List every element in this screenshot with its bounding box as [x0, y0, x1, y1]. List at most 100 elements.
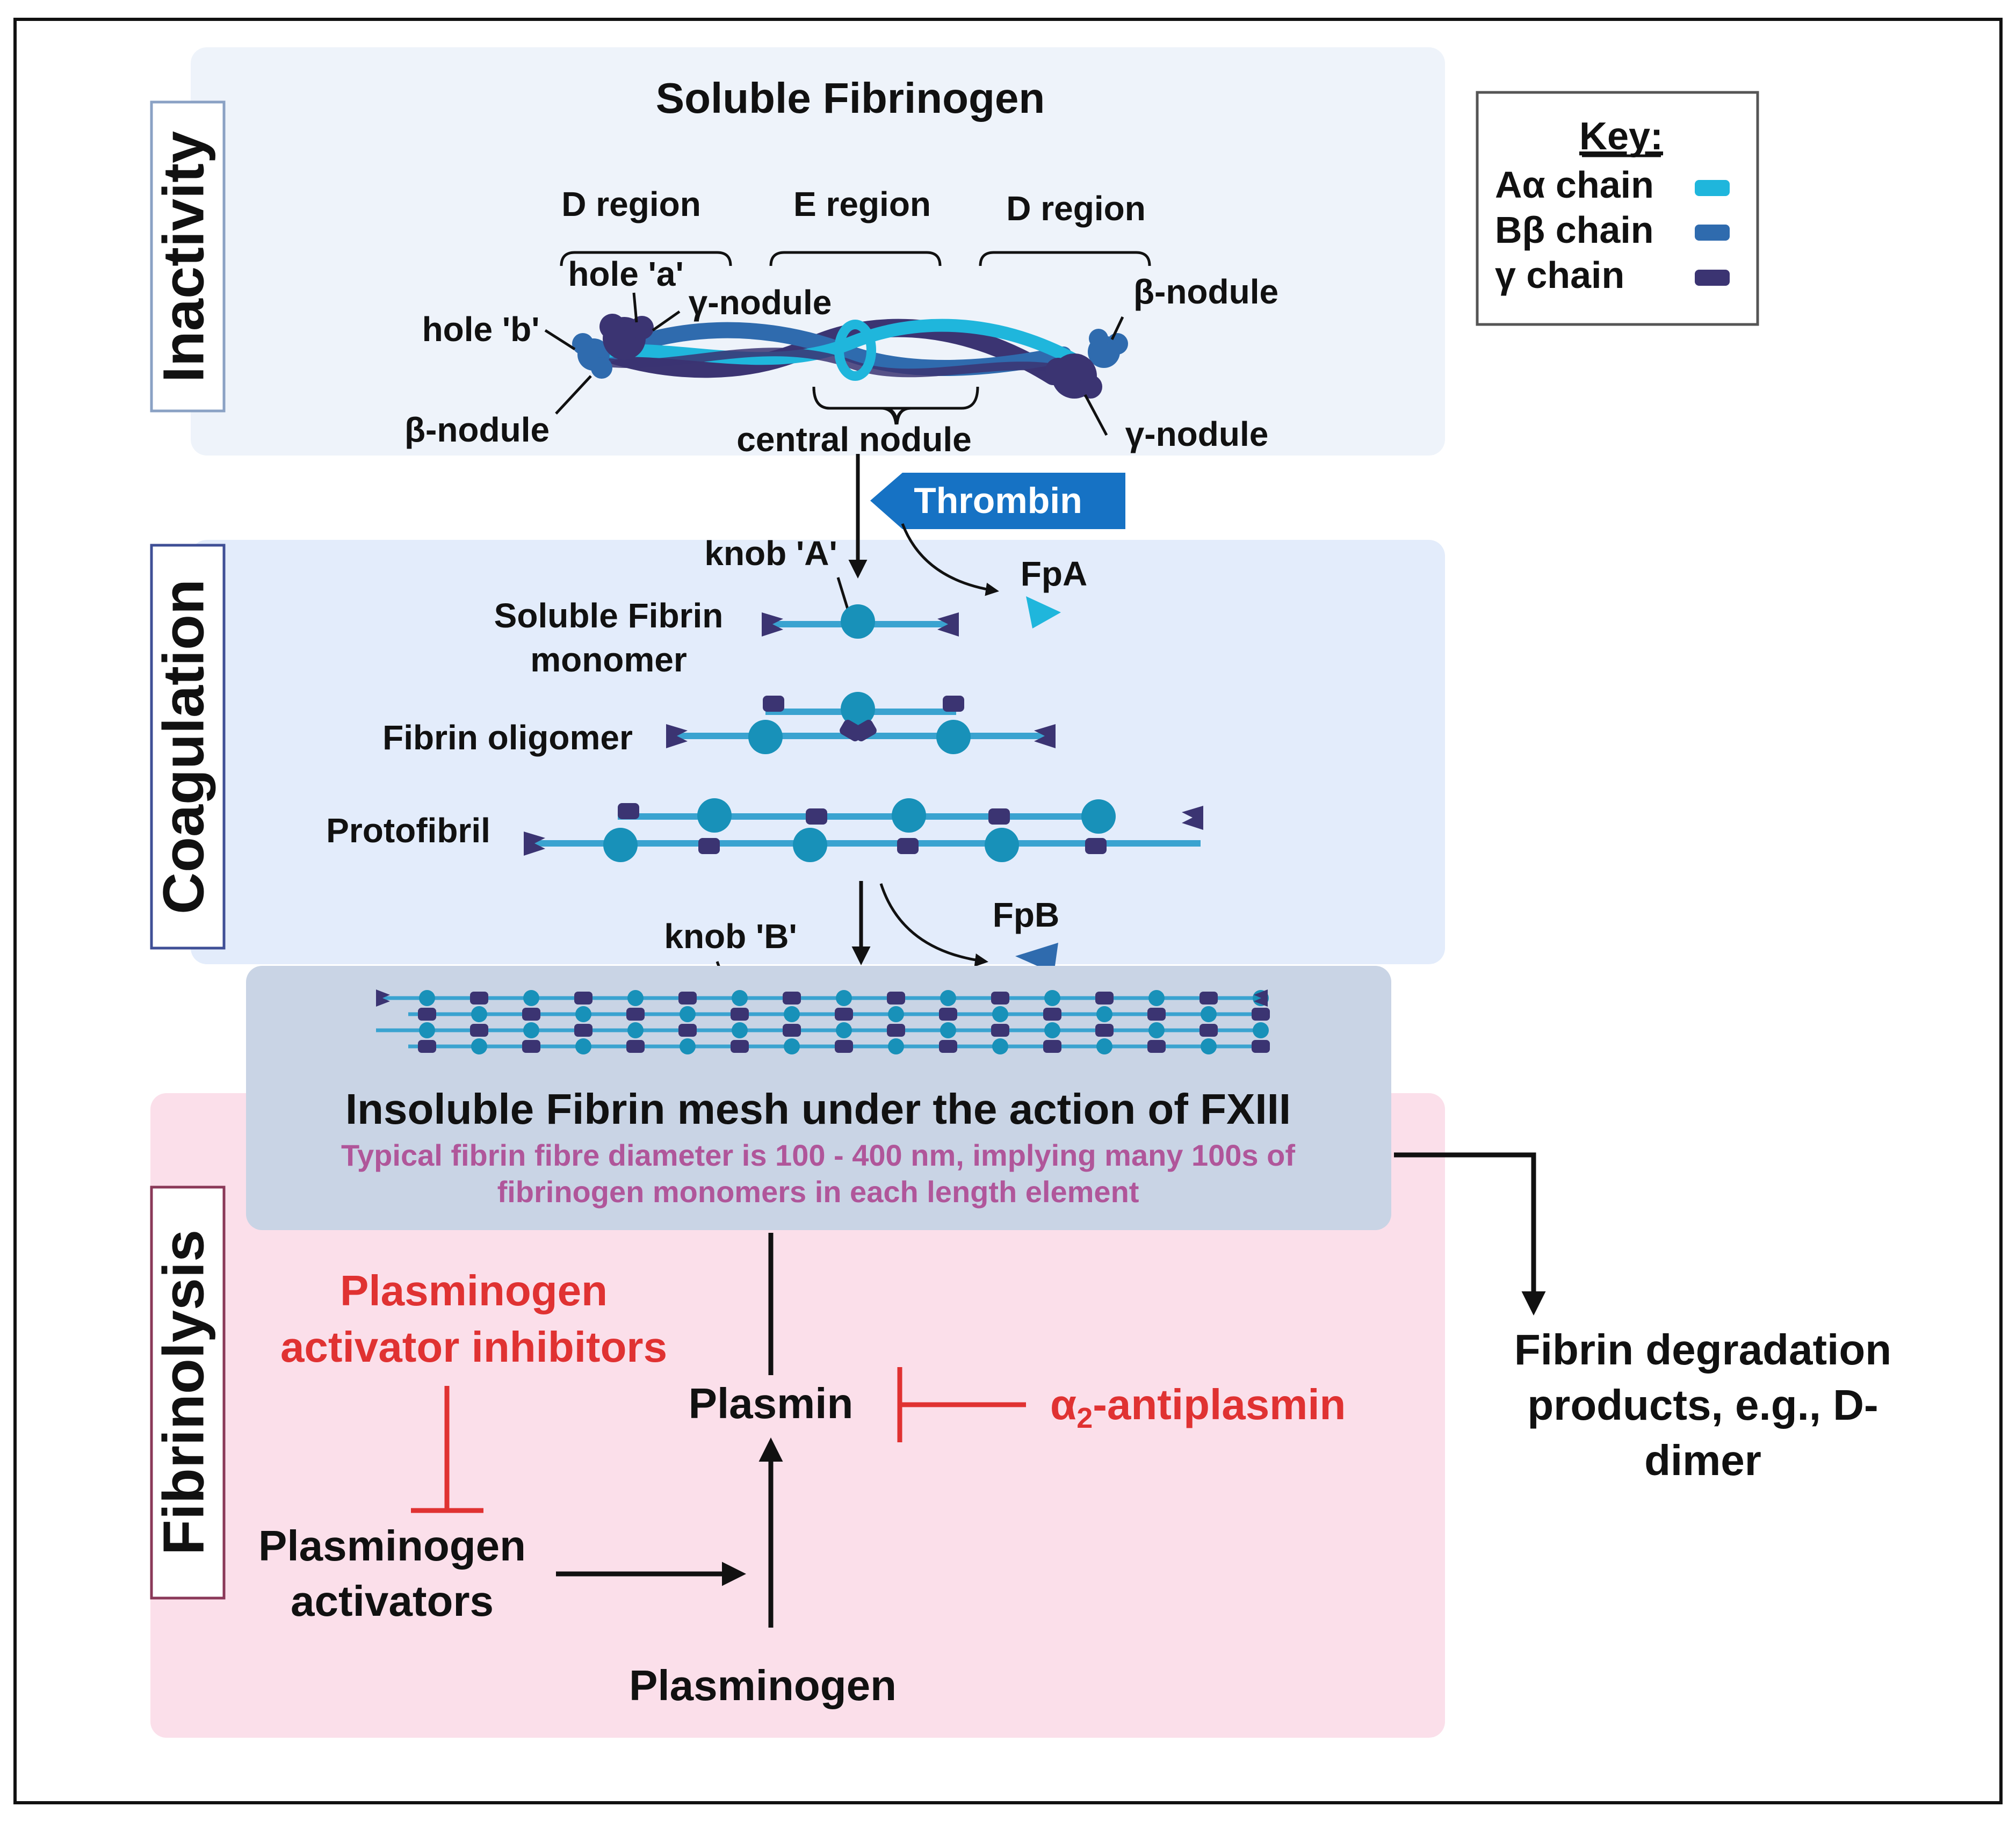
key-label-beta: Bβ chain [1495, 209, 1654, 251]
mesh-d-nodule [1043, 1040, 1061, 1053]
mesh-d-nodule [731, 1008, 749, 1021]
mesh-d-nodule [1200, 1024, 1218, 1037]
thrombin-label: Thrombin [914, 480, 1082, 521]
antiplasmin-prefix: α [1050, 1381, 1076, 1428]
mesh-e-nodule [784, 1038, 800, 1054]
mesh-d-nodule [783, 1024, 801, 1037]
mesh-d-nodule [783, 992, 801, 1005]
monomer-label-line2: monomer [530, 640, 687, 679]
mesh-d-nodule [939, 1008, 957, 1021]
mesh-d-nodule [1200, 992, 1218, 1005]
antiplasmin-suffix: -antiplasmin [1093, 1381, 1346, 1428]
mesh-e-nodule [627, 990, 644, 1006]
mesh-d-nodule [835, 1040, 853, 1053]
mesh-title: Insoluble Fibrin mesh under the action o… [345, 1085, 1291, 1133]
mesh-d-nodule [1043, 1008, 1061, 1021]
key-label-gamma: γ chain [1495, 254, 1624, 296]
mesh-e-nodule [523, 990, 539, 1006]
mesh-e-nodule [419, 1022, 435, 1038]
antiplasmin-inhibition [897, 1367, 1026, 1442]
mesh-e-nodule [940, 990, 956, 1006]
mesh-d-nodule [1252, 1008, 1270, 1021]
monomer-label-line1: Soluble Fibrin [494, 596, 724, 635]
mesh-e-nodule [992, 1038, 1008, 1054]
mesh-e-nodule [836, 1022, 852, 1038]
mesh-d-nodule [470, 1024, 488, 1037]
mesh-note-line2: fibrinogen monomers in each length eleme… [497, 1175, 1139, 1209]
fdp-label-line3: dimer [1644, 1436, 1761, 1484]
mesh-e-nodule [732, 1022, 748, 1038]
mesh-d-nodule [887, 1024, 905, 1037]
inactivity-label-box: Inactivity [150, 100, 226, 413]
mesh-e-nodule [1044, 1022, 1060, 1038]
knob-b-label: knob 'B' [664, 917, 797, 956]
mesh-d-nodule [522, 1040, 540, 1053]
mesh-e-nodule [1201, 1038, 1217, 1054]
mesh-d-nodule [939, 1040, 957, 1053]
thrombin-tag: Thrombin [870, 473, 1125, 529]
mesh-d-nodule [1147, 1040, 1166, 1053]
coagulation-label: Coagulation [151, 579, 216, 914]
left-d-nodules [572, 314, 654, 379]
mesh-d-nodule [470, 992, 488, 1005]
mesh-d-nodule [1147, 1008, 1166, 1021]
mesh-d-nodule [678, 1024, 697, 1037]
pai-label-line2: activator inhibitors [280, 1323, 667, 1371]
mesh-d-nodule [991, 1024, 1009, 1037]
d-region-left-label: D region [561, 185, 701, 223]
key-label-alpha: Aα chain [1495, 164, 1654, 206]
plasmin-label: Plasmin [689, 1379, 854, 1427]
mesh-e-nodule [1201, 1006, 1217, 1022]
knob-a-leader [836, 577, 850, 613]
mesh-e-nodule [940, 1022, 956, 1038]
hole-a-label: hole 'a' [568, 255, 683, 293]
fdp-label-line2: products, e.g., D- [1527, 1381, 1878, 1429]
mesh-d-nodule [678, 992, 697, 1005]
fpa-release-arrow [901, 523, 999, 596]
fibrinolysis-label-box: Fibrinolysis [150, 1186, 226, 1600]
gamma-nodule-right-label: γ-nodule [1125, 415, 1269, 453]
fibrinogen-title: Soluble Fibrinogen [656, 74, 1045, 122]
mesh-e-nodule [732, 990, 748, 1006]
mesh-e-nodule [419, 990, 435, 1006]
mesh-d-nodule [835, 1008, 853, 1021]
mesh-e-nodule [575, 1006, 591, 1022]
mesh-e-nodule [680, 1038, 696, 1054]
gamma-nodule-left-label: γ-nodule [689, 283, 832, 322]
mesh-e-nodule [1096, 1006, 1112, 1022]
fpa-label: FpA [1021, 554, 1087, 593]
e-region-label: E region [793, 185, 931, 223]
alpha-chain-strand [595, 319, 1081, 366]
mesh-e-nodule [1148, 990, 1165, 1006]
mesh-e-nodule [1148, 1022, 1165, 1038]
mesh-d-nodule [1252, 1040, 1270, 1053]
key-title: Key: [1579, 115, 1663, 158]
central-nodule [834, 320, 876, 381]
mesh-e-nodule [888, 1038, 904, 1054]
mesh-d-nodule [522, 1008, 540, 1021]
beta-nodule-right-label: β-nodule [1133, 272, 1278, 311]
mesh-to-fdp-arrow [1394, 1152, 1546, 1316]
fibrin-oligomer [666, 692, 1056, 754]
mesh-d-nodule [418, 1040, 436, 1053]
mesh-d-nodule [574, 992, 592, 1005]
mesh-e-nodule [888, 1006, 904, 1022]
mesh-d-nodule [626, 1008, 645, 1021]
mesh-e-nodule [575, 1038, 591, 1054]
plasminogen-label: Plasminogen [629, 1661, 897, 1709]
fpa-peptide [1026, 596, 1061, 628]
mesh-d-nodule [991, 992, 1009, 1005]
hole-b-label: hole 'b' [422, 310, 540, 349]
mesh-end-cap [1254, 989, 1268, 1007]
mesh-d-nodule [1095, 992, 1114, 1005]
mesh-d-nodule [626, 1040, 645, 1053]
fibrin-monomer [762, 604, 959, 639]
d-region-right-label: D region [1006, 189, 1146, 228]
pai-inhibition [411, 1386, 483, 1513]
mesh-e-nodule [523, 1022, 539, 1038]
oligomer-label: Fibrin oligomer [382, 718, 633, 757]
mesh-d-nodule [574, 1024, 592, 1037]
coagulation-label-box: Coagulation [150, 544, 226, 950]
fpb-release-arrow [879, 883, 988, 967]
